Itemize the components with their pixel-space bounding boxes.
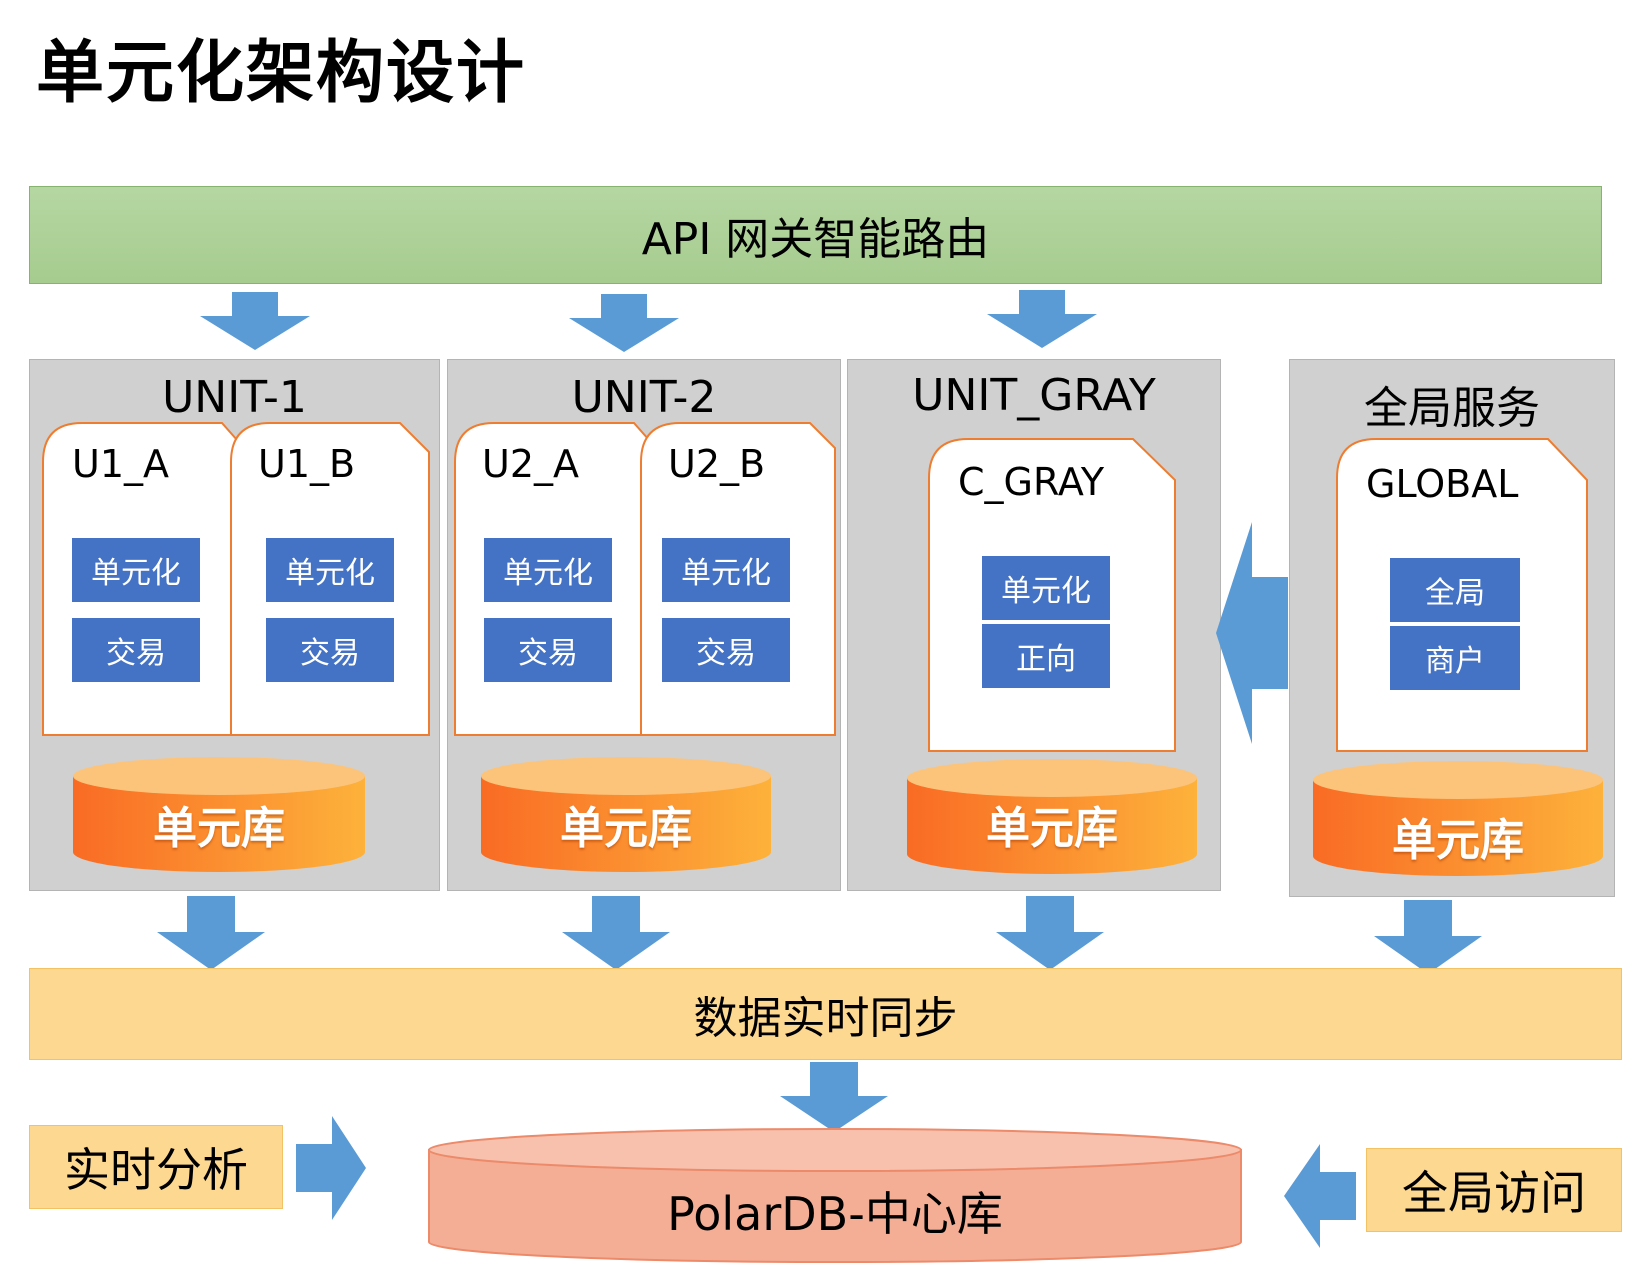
api-gateway-bar: API 网关智能路由 [29, 186, 1602, 284]
realtime-analytics-box: 实时分析 [29, 1125, 283, 1209]
doc-label: U2_A [482, 442, 579, 486]
unit-database-cylinder: 单元库 [1312, 760, 1604, 878]
unit-label: UNIT-1 [162, 372, 307, 423]
doc-label: U2_B [668, 442, 766, 486]
down-arrow-icon [562, 896, 670, 970]
down-arrow-icon [157, 896, 265, 970]
doc-label: GLOBAL [1366, 462, 1519, 506]
trade-box: 交易 [266, 618, 394, 682]
central-db-label: PolarDB-中心库 [667, 1187, 1003, 1241]
down-arrow-icon [200, 292, 310, 350]
doc-label: C_GRAY [958, 460, 1105, 504]
unit-gray-panel: UNIT_GRAY C_GRAY 单元化 正向 单元库 [847, 359, 1221, 891]
unit-database-cylinder: 单元库 [480, 756, 772, 874]
service-document: U1_A 单元化 交易 [42, 422, 238, 736]
merchant-box: 商户 [1390, 626, 1520, 690]
service-document: U2_A 单元化 交易 [454, 422, 650, 736]
unitize-box: 单元化 [982, 556, 1110, 620]
left-arrow-icon [1284, 1144, 1356, 1248]
global-access-label: 全局访问 [1402, 1166, 1586, 1220]
down-arrow-icon [1374, 900, 1482, 974]
unit-label: 全局服务 [1364, 383, 1540, 434]
api-gateway-label: API 网关智能路由 [641, 214, 990, 265]
service-document: C_GRAY 单元化 正向 [928, 438, 1176, 752]
doc-label: U1_B [258, 442, 356, 486]
global-service-panel: 全局服务 GLOBAL 全局 商户 单元库 [1289, 359, 1615, 897]
unitize-box: 单元化 [484, 538, 612, 602]
trade-box: 交易 [72, 618, 200, 682]
global-box: 全局 [1390, 558, 1520, 622]
unit-database-cylinder: 单元库 [72, 756, 366, 874]
service-document: GLOBAL 全局 商户 [1336, 438, 1588, 752]
trade-box: 交易 [662, 618, 790, 682]
db-label: 单元库 [153, 803, 285, 854]
unit-1-panel: UNIT-1 U1_A 单元化 交易 U1_B 单元化 交易 单元库 [29, 359, 440, 891]
right-arrow-icon [296, 1116, 366, 1220]
service-document: U2_B 单元化 交易 [640, 422, 836, 736]
down-arrow-icon [987, 290, 1097, 348]
unit-2-panel: UNIT-2 U2_A 单元化 交易 U2_B 单元化 交易 单元库 [447, 359, 841, 891]
unitize-box: 单元化 [72, 538, 200, 602]
unit-database-cylinder: 单元库 [906, 758, 1198, 876]
global-access-box: 全局访问 [1366, 1148, 1622, 1232]
down-arrow-icon [780, 1062, 888, 1132]
db-label: 单元库 [1392, 815, 1524, 866]
forward-box: 正向 [982, 624, 1110, 688]
page-title: 单元化架构设计 [36, 34, 527, 113]
unitize-box: 单元化 [662, 538, 790, 602]
trade-box: 交易 [484, 618, 612, 682]
doc-label: U1_A [72, 442, 169, 486]
unit-label: UNIT_GRAY [912, 370, 1156, 421]
central-database-cylinder: PolarDB-中心库 [428, 1128, 1242, 1264]
db-label: 单元库 [560, 803, 692, 854]
unit-label: UNIT-2 [571, 372, 717, 423]
down-arrow-icon [569, 294, 679, 352]
down-arrow-icon [996, 896, 1104, 970]
service-document: U1_B 单元化 交易 [230, 422, 430, 736]
db-label: 单元库 [986, 803, 1118, 854]
data-sync-label: 数据实时同步 [693, 993, 958, 1044]
data-sync-bar: 数据实时同步 [29, 968, 1622, 1060]
left-arrow-icon [1216, 522, 1288, 744]
realtime-analytics-label: 实时分析 [64, 1143, 248, 1197]
unitize-box: 单元化 [266, 538, 394, 602]
